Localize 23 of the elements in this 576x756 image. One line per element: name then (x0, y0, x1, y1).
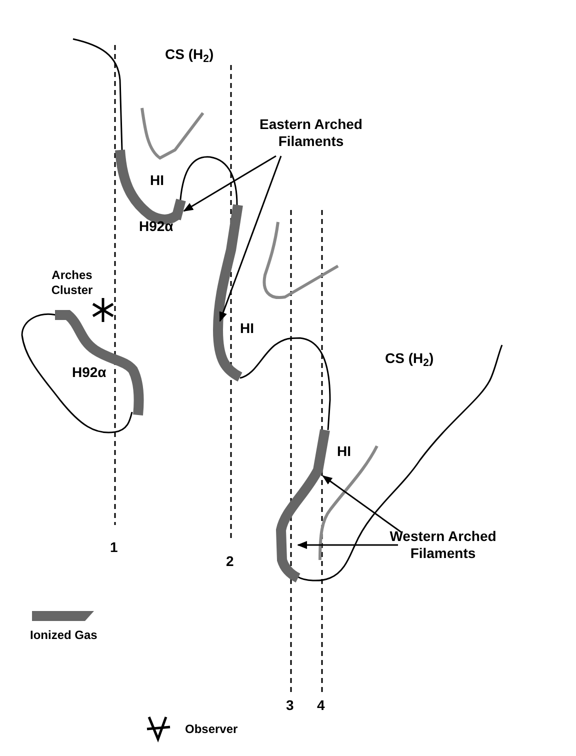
callout-text: Eastern Arched Filaments (236, 116, 386, 150)
sightline-number: 3 (286, 697, 294, 714)
sightline-number: 4 (317, 697, 325, 714)
sightline-number: 1 (110, 539, 118, 556)
cluster-label: Arches Cluster (50, 268, 94, 298)
molecule-label: CS (H$_{2}$) (385, 350, 434, 367)
leader-arrow (322, 475, 402, 533)
sightline-number: 2 (226, 553, 234, 570)
region-label: HI (240, 320, 254, 337)
ionized-filament (171, 198, 186, 220)
region-label: HI (337, 443, 351, 460)
ionized-filament (276, 429, 330, 582)
observer-label: Observer (185, 722, 238, 737)
leader-arrow (219, 156, 282, 322)
legend-label: Ionized Gas (30, 627, 98, 644)
leader-arrow (183, 155, 276, 212)
region-label: HI (150, 172, 164, 189)
callout-text: Western Arched Filaments (368, 528, 518, 562)
line-label: H92α (139, 218, 174, 235)
line-label: H92α (72, 364, 106, 381)
ionized-filament (213, 204, 243, 382)
leader-arrow (297, 541, 398, 549)
molecule-label: CS (H$_{2}$) (165, 46, 214, 63)
